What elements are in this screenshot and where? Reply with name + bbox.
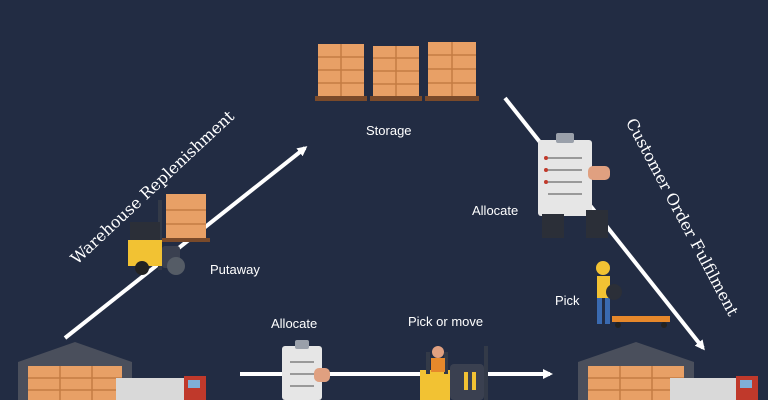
forklift-icon: [420, 346, 488, 400]
arrow-replenishment: [63, 146, 308, 340]
label-storage: Storage: [366, 123, 412, 138]
label-pick: Pick: [555, 293, 580, 308]
hand-pallet-icon: [612, 316, 670, 328]
warehouse-icon: [18, 342, 132, 400]
truck-icon: [670, 376, 758, 400]
clipboard-icon: [282, 340, 330, 400]
label-pick-or-move: Pick or move: [408, 314, 484, 329]
label-allocate-top: Allocate: [472, 203, 519, 218]
warehouse-icon: [578, 342, 694, 400]
clipboard-icon: [538, 133, 610, 238]
pallet-boxes-icon: [315, 42, 479, 101]
label-allocate-bottom: Allocate: [271, 316, 318, 331]
forklift-icon: [128, 194, 210, 275]
truck-icon: [116, 376, 206, 400]
label-putaway: Putaway: [210, 262, 260, 277]
worker-icon: [596, 261, 622, 324]
